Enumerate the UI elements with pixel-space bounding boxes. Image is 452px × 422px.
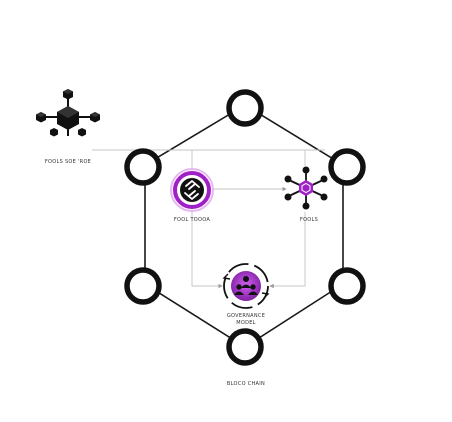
label-tools-source: FOOLS SOE 'ROE <box>45 159 91 165</box>
label-governance-line2: MODEL <box>236 320 256 326</box>
connector-token-to-gov <box>191 212 223 289</box>
ring-node-top <box>226 89 264 127</box>
ring-node-top-left <box>124 148 162 186</box>
cube-network-icon <box>36 89 100 137</box>
hexagon-rings <box>124 89 366 366</box>
label-tools: FOOLS <box>300 217 318 223</box>
connectors <box>92 149 325 289</box>
label-governance-line1: GOVERNANCE <box>227 313 265 319</box>
hexagon-outline <box>144 104 344 348</box>
label-blockchain: BLOCO CHAIN <box>227 381 265 387</box>
ring-node-bottom <box>226 328 264 366</box>
community-cycle-icon <box>222 263 270 309</box>
ring-node-bottom-right <box>328 267 366 305</box>
ring-node-bottom-left <box>124 267 162 305</box>
connector-tools-to-gov <box>269 212 306 289</box>
label-tool-token: FOOL TOOOA <box>174 217 211 223</box>
token-ring-icon <box>170 168 214 212</box>
hub-network-icon <box>284 166 328 210</box>
ring-node-top-right <box>328 148 366 186</box>
